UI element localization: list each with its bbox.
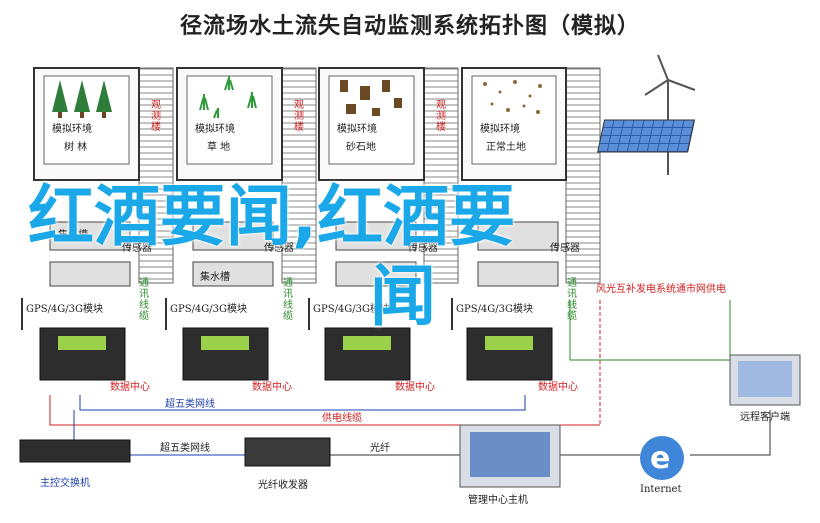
hatch-divider-1 xyxy=(138,67,174,284)
plot-3-name: 模拟环境 xyxy=(337,124,377,135)
power-cable-label: 供电线缆 xyxy=(322,413,362,424)
solar-panel-icon xyxy=(597,119,696,153)
overlay-text-line1: 红酒要闻,红酒要 xyxy=(28,178,516,255)
tree-icon-group xyxy=(52,80,112,118)
plot-4-terrain: 正常土地 xyxy=(486,142,526,153)
overlay-text-line2: 闻 xyxy=(370,258,436,335)
grass-icon-group xyxy=(199,76,257,119)
sensor-label-1: 传感器 xyxy=(122,243,152,254)
gravel-icon-group xyxy=(340,80,402,116)
transceiver-label: 光纤收发器 xyxy=(258,480,308,491)
sink-label-2: 集水槽 xyxy=(200,272,230,283)
sensor-label-4: 传感器 xyxy=(550,243,580,254)
data-center-label-3: 数据中心 xyxy=(395,382,435,393)
comm-line-label-1: 通讯线缆 xyxy=(139,278,149,322)
network-lines xyxy=(49,300,771,456)
plot-3-terrain: 砂石地 xyxy=(346,142,376,153)
plot-frame-4 xyxy=(461,67,567,181)
tank-row xyxy=(49,221,559,287)
tower-label-1: 观测楼 xyxy=(151,100,161,133)
soil-icon-group xyxy=(483,80,542,114)
gps-label-3: GPS/4G/3G模块 xyxy=(313,304,391,315)
sensor-label-3: 传感器 xyxy=(408,243,438,254)
data-center-label-2: 数据中心 xyxy=(252,382,292,393)
plot-2-name: 模拟环境 xyxy=(195,124,235,135)
comm-line-label-2: 通讯线缆 xyxy=(283,278,293,322)
diagram-title: 径流场水土流失自动监测系统拓扑图（模拟） xyxy=(179,13,640,39)
plot-4-name: 模拟环境 xyxy=(480,124,520,135)
tower-label-3: 观测楼 xyxy=(436,100,446,133)
cat5-bottom-label: 超五类网线 xyxy=(160,443,210,454)
internet-icon: e xyxy=(640,436,684,480)
gps-label-1: GPS/4G/3G模块 xyxy=(26,304,104,315)
plot-1-name: 模拟环境 xyxy=(52,124,92,135)
wind-solar-label: 风光互补发电系统通市网供电 xyxy=(596,284,726,295)
data-center-label-4: 数据中心 xyxy=(538,382,578,393)
wind-turbine-icon xyxy=(644,54,696,175)
plot-1-terrain: 树 林 xyxy=(64,142,88,153)
data-logger-group xyxy=(39,327,553,381)
fiber-label: 光纤 xyxy=(370,443,390,454)
hatch-divider-2 xyxy=(281,67,317,284)
switch-label: 主控交换机 xyxy=(40,478,90,489)
hatch-divider-4 xyxy=(565,67,601,284)
remote-client-label: 远程客户端 xyxy=(740,412,790,423)
data-center-label-1: 数据中心 xyxy=(110,382,150,393)
host-label: 管理中心主机 xyxy=(468,495,528,506)
transceiver-device xyxy=(244,437,331,467)
tower-label-2: 观测楼 xyxy=(294,100,304,133)
plot-2-terrain: 草 地 xyxy=(207,142,231,153)
remote-client-computer xyxy=(729,354,801,406)
sink-label-1: 集水槽 xyxy=(58,230,88,241)
switch-device xyxy=(19,439,131,463)
sensor-label-2: 传感器 xyxy=(264,243,294,254)
svg-text:e: e xyxy=(650,441,670,476)
gps-label-4: GPS/4G/3G模块 xyxy=(456,304,534,315)
plot-frame-3 xyxy=(318,67,425,181)
cat5-top-label: 超五类网线 xyxy=(165,399,215,410)
comm-line-label-3: 通讯线缆 xyxy=(567,278,577,322)
antenna-group xyxy=(21,298,453,330)
hatch-divider-3 xyxy=(423,67,459,284)
host-computer xyxy=(459,424,561,488)
gps-label-2: GPS/4G/3G模块 xyxy=(170,304,248,315)
internet-label: Internet xyxy=(640,484,682,495)
